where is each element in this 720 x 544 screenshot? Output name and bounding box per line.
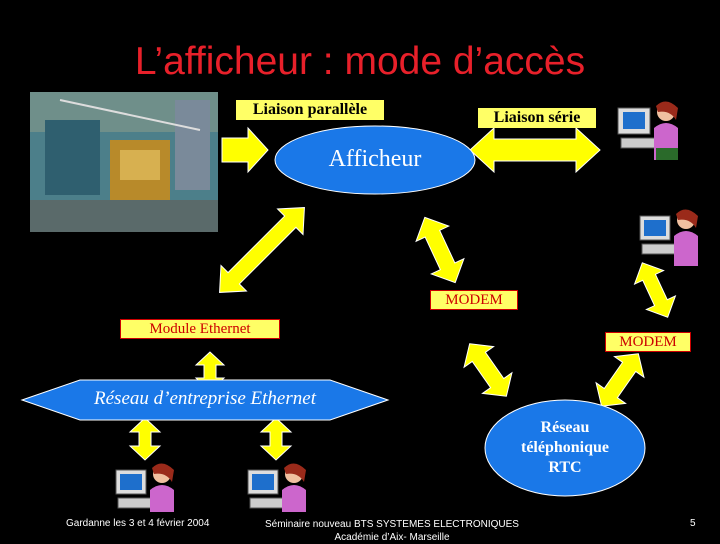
pc-user-icon-right [640, 209, 698, 266]
footer-center-line1: Séminaire nouveau BTS SYSTEMES ELECTRONI… [262, 518, 522, 531]
footer-left: Gardanne les 3 et 4 février 2004 [66, 518, 209, 529]
network-pc2-arrow [261, 418, 291, 460]
modem-label-1: MODEM [430, 290, 518, 310]
parallel-link-arrow [222, 128, 268, 172]
rtc-label-line3: RTC [490, 458, 640, 478]
modem-label-2: MODEM [605, 332, 691, 352]
serial-link-label: Liaison série [478, 108, 596, 128]
footer-center: Séminaire nouveau BTS SYSTEMES ELECTRONI… [262, 518, 522, 544]
ethernet-module-label: Module Ethernet [120, 319, 280, 339]
pc-user-icon-bottom-left [116, 463, 174, 512]
factory-photo [30, 92, 218, 232]
parallel-link-label: Liaison parallèle [236, 100, 384, 120]
rtc-label: Réseau téléphonique RTC [490, 418, 640, 478]
rtc-label-line2: téléphonique [490, 438, 640, 458]
pc-user-icon-bottom-center [248, 463, 306, 512]
rtc-label-line1: Réseau [490, 418, 640, 438]
serial-link-arrow [470, 128, 600, 172]
footer-center-line2: Académie d’Aix- Marseille [262, 531, 522, 544]
ethernet-network-label: Réseau d’entreprise Ethernet [30, 388, 380, 410]
pc-user-icon-top-right [618, 101, 678, 160]
display-label: Afficheur [275, 146, 475, 173]
network-pc1-arrow [130, 418, 160, 460]
page-number: 5 [690, 518, 696, 529]
